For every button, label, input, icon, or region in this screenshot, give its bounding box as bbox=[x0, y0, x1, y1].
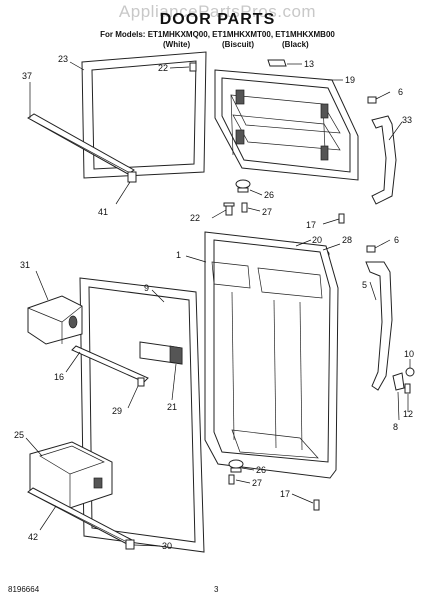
plug-10 bbox=[405, 367, 415, 377]
clip-29 bbox=[137, 377, 145, 387]
freezer-door-liner bbox=[214, 69, 359, 181]
screw-22a bbox=[189, 62, 197, 72]
fresh-food-gasket bbox=[79, 277, 205, 553]
screw-17a bbox=[338, 213, 345, 224]
freezer-gasket bbox=[81, 51, 207, 179]
callout-23: 23 bbox=[58, 54, 68, 64]
hinge-cam-26b bbox=[228, 459, 244, 473]
callout-13: 13 bbox=[304, 59, 314, 69]
callout-6-top: 6 bbox=[398, 87, 403, 97]
variant-white: (White) bbox=[163, 40, 191, 49]
screw-6a bbox=[367, 96, 377, 104]
callout-27-top: 27 bbox=[262, 207, 272, 217]
variant-biscuit: (Biscuit) bbox=[222, 40, 254, 49]
strip-37 bbox=[27, 113, 135, 175]
fresh-food-door-liner bbox=[204, 231, 339, 479]
callout-42: 42 bbox=[28, 532, 38, 542]
screw-12 bbox=[404, 383, 411, 394]
cap-13 bbox=[267, 59, 287, 67]
callout-27-bottom: 27 bbox=[252, 478, 262, 488]
spacer-8 bbox=[392, 372, 405, 391]
screw-6b bbox=[366, 245, 376, 253]
callout-1: 1 bbox=[176, 250, 181, 260]
callouts: 37 23 22 13 19 6 33 41 26 27 22 17 20 28… bbox=[14, 54, 414, 551]
callout-41: 41 bbox=[98, 207, 108, 217]
callout-21: 21 bbox=[167, 402, 177, 412]
hinge-cam-26a bbox=[235, 179, 251, 193]
leader-lines bbox=[25, 61, 411, 547]
callout-10: 10 bbox=[404, 349, 414, 359]
callout-33: 33 bbox=[402, 115, 412, 125]
callout-9: 9 bbox=[144, 283, 149, 293]
callout-22-top: 22 bbox=[158, 63, 168, 73]
clip-41 bbox=[127, 171, 137, 183]
callout-37: 37 bbox=[22, 71, 32, 81]
callout-6-mid: 6 bbox=[394, 235, 399, 245]
screw-17b bbox=[313, 499, 320, 511]
shelf-front-21 bbox=[139, 341, 183, 365]
variant-black: (Black) bbox=[282, 40, 309, 49]
callout-31: 31 bbox=[20, 260, 30, 270]
dairy-door-31 bbox=[27, 295, 83, 345]
callout-16: 16 bbox=[54, 372, 64, 382]
callout-8: 8 bbox=[393, 422, 398, 432]
pin-27a bbox=[241, 202, 248, 213]
rail-16 bbox=[71, 345, 149, 383]
watermark: AppliancePartsPros.com bbox=[118, 2, 317, 21]
callout-26-bottom: 26 bbox=[256, 465, 266, 475]
model-list: For Models: ET1MHKXMQ00, ET1MHKXMT00, ET… bbox=[100, 30, 335, 39]
screw-22b bbox=[223, 202, 235, 216]
callout-17-lower: 17 bbox=[280, 489, 290, 499]
callout-22-mid: 22 bbox=[190, 213, 200, 223]
callout-12: 12 bbox=[403, 409, 413, 419]
callout-19: 19 bbox=[345, 75, 355, 85]
handle-33 bbox=[371, 115, 397, 205]
callout-28: 28 bbox=[342, 235, 352, 245]
footer-page: 3 bbox=[214, 585, 219, 594]
callout-17-upper: 17 bbox=[306, 220, 316, 230]
diagram-title: DOOR PARTS bbox=[159, 11, 276, 28]
pin-27b bbox=[228, 474, 235, 485]
callout-25: 25 bbox=[14, 430, 24, 440]
callout-30: 30 bbox=[162, 541, 172, 551]
callout-5: 5 bbox=[362, 280, 367, 290]
handle-5 bbox=[365, 261, 393, 391]
callout-29: 29 bbox=[112, 406, 122, 416]
callout-26-top: 26 bbox=[264, 190, 274, 200]
callout-20: 20 bbox=[312, 235, 322, 245]
clip-30 bbox=[125, 539, 135, 550]
footer-code: 8196664 bbox=[8, 585, 40, 594]
